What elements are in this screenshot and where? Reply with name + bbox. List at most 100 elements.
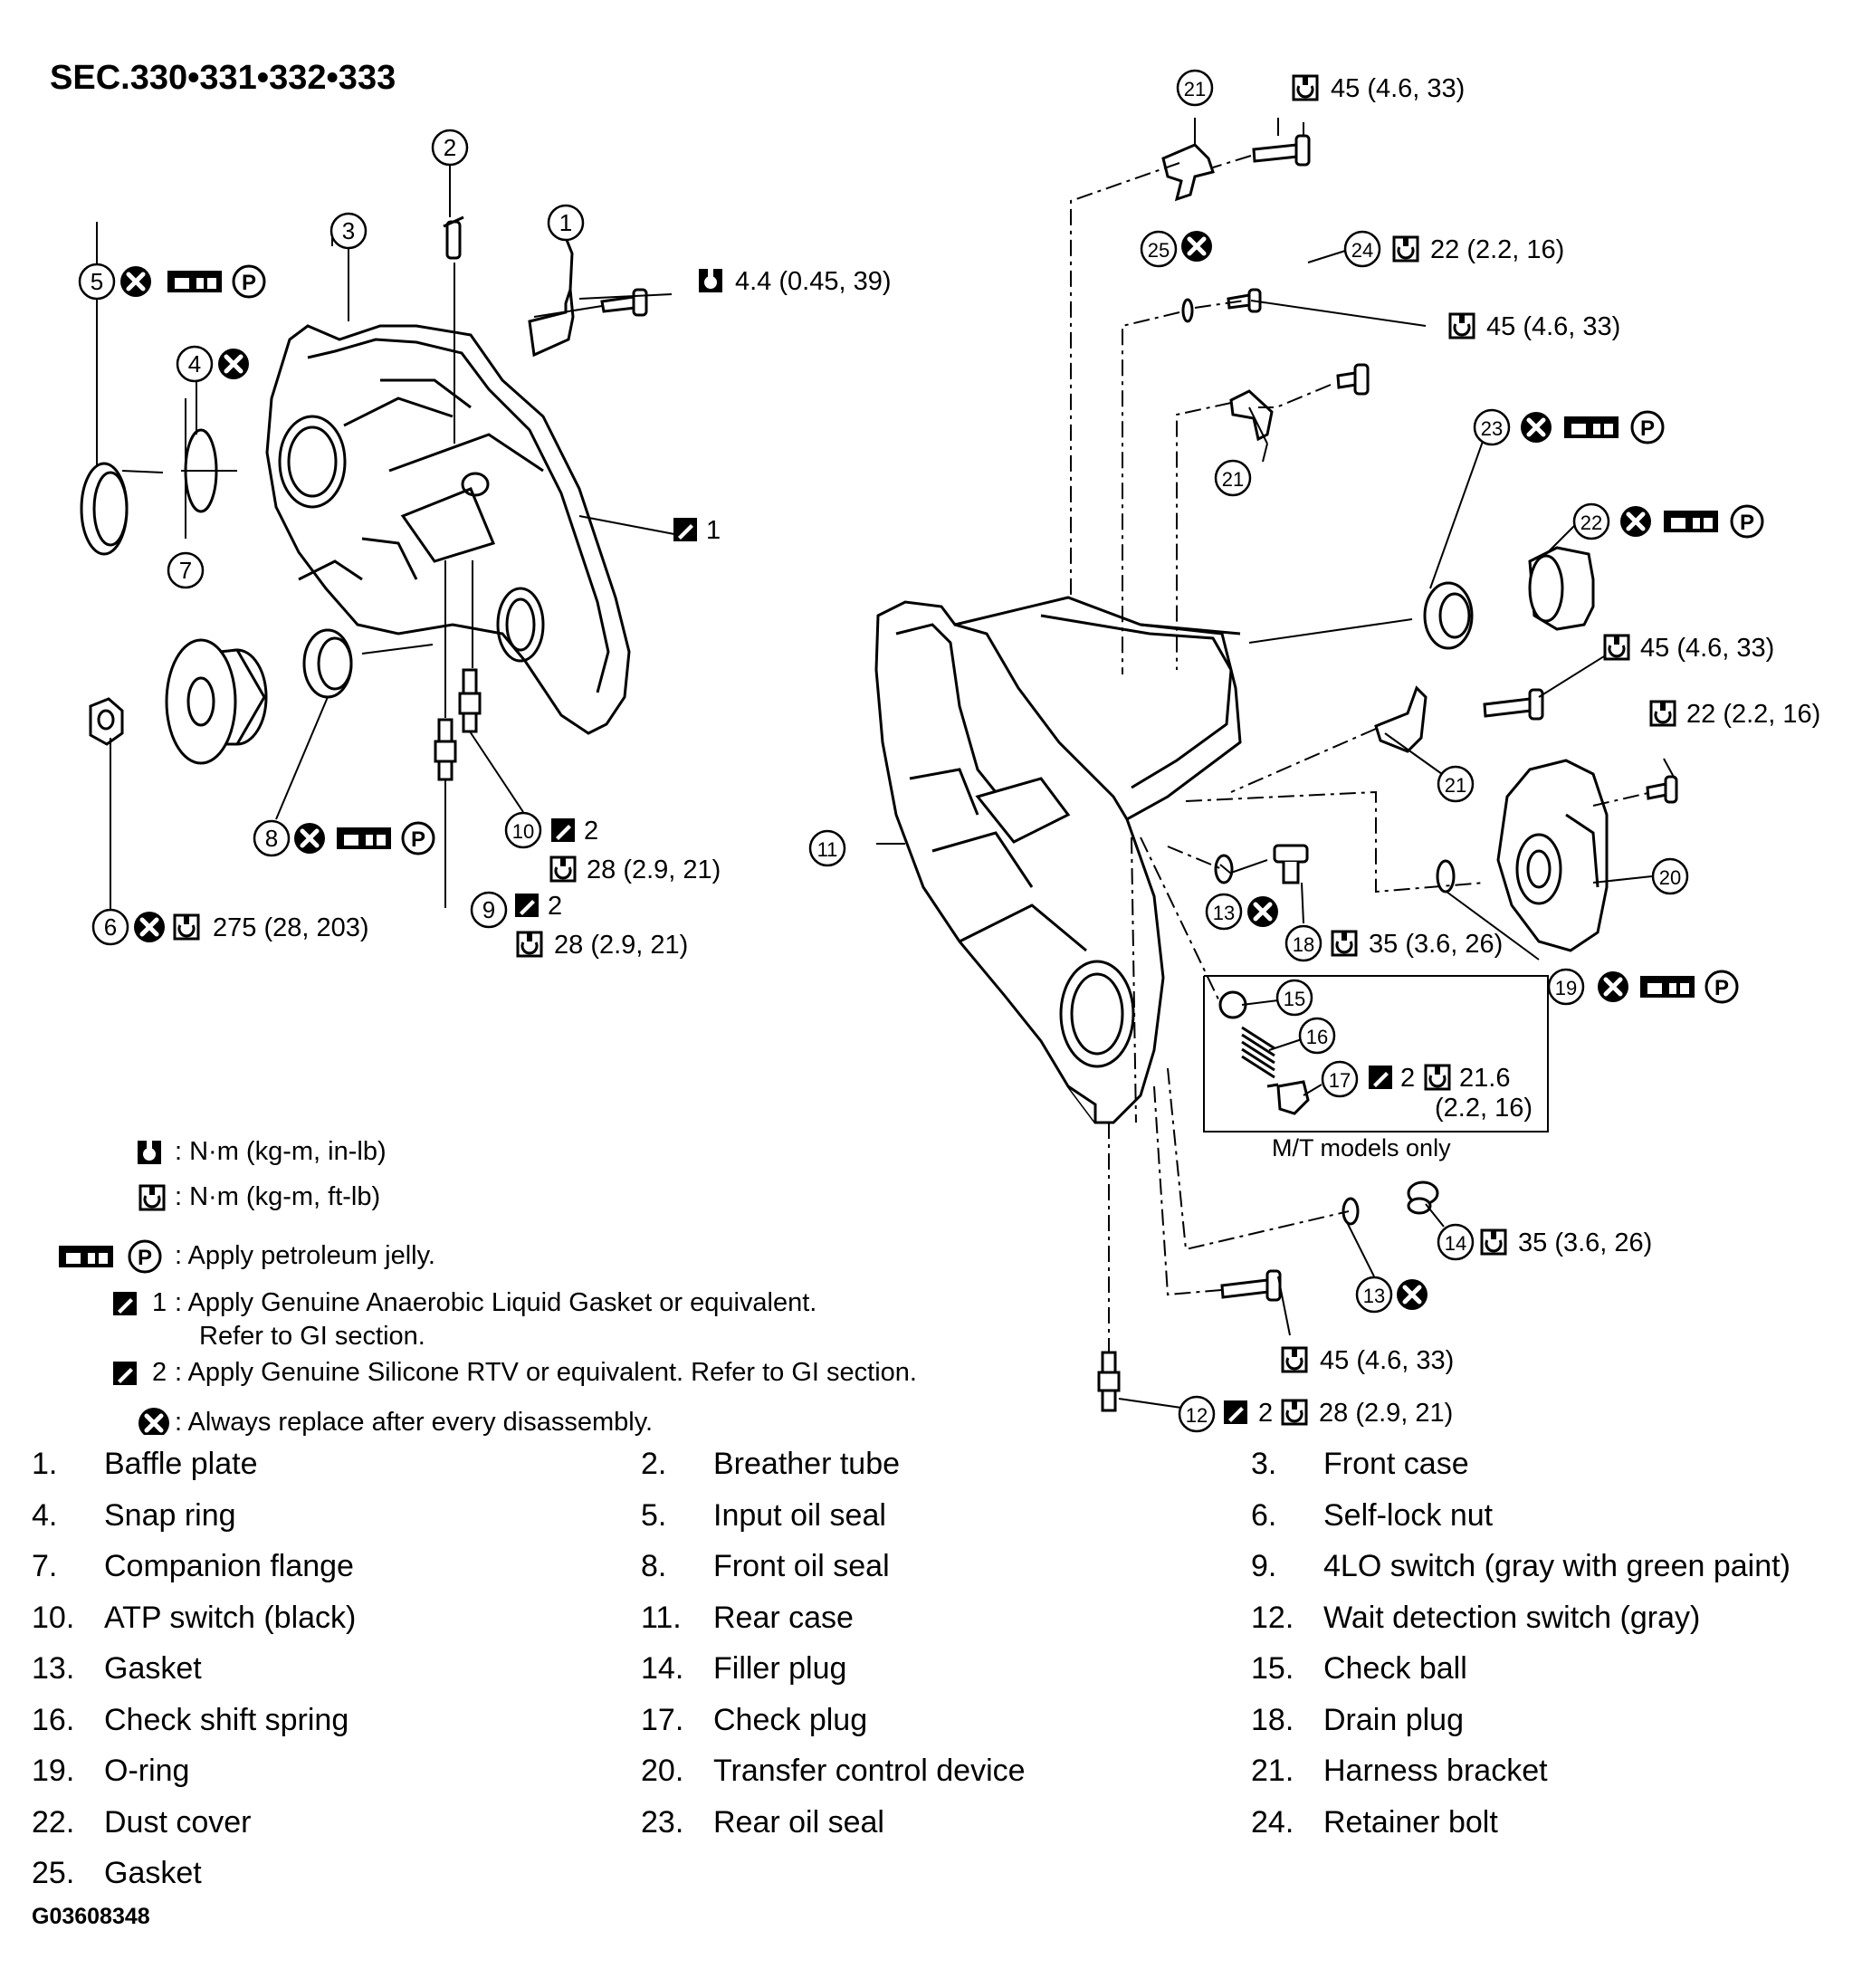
part-number: 9. [1251,1549,1277,1583]
callout-24: 24 [1343,230,1381,268]
part-item: 7.Companion flange [32,1549,354,1584]
part-number: 3. [1251,1447,1277,1481]
part-name: Wait detection switch (gray) [1323,1600,1701,1635]
svg-text:3: 3 [342,217,355,244]
torque-21-top: 45 (4.6, 33) [1331,74,1465,103]
svg-text:4: 4 [188,350,201,378]
check-ball [1218,990,1247,1019]
part-item: 18.Drain plug [1251,1703,1464,1738]
callouts: 1 2 3 4 5 6 7 8 9 10 11 12 13 13 14 15 1… [78,69,1689,1433]
part-item: 25.Gasket [32,1856,202,1891]
svg-text:19: 19 [1555,977,1577,999]
control-device-bolt [1646,775,1678,804]
svg-text:13: 13 [1363,1285,1385,1307]
companion-flange [165,638,268,765]
part-name: Baffle plate [104,1447,258,1481]
svg-text:5: 5 [91,268,103,295]
front-oil-seal [302,628,353,699]
callout-5: 5 [78,263,116,301]
part-item: 11.Rear case [641,1601,854,1636]
part-number: 12. [1251,1600,1294,1635]
part-item: 17.Check plug [641,1703,867,1738]
part-name: Companion flange [104,1549,354,1583]
4lo-switch [434,718,457,781]
part-item: 8.Front oil seal [641,1549,890,1584]
svg-text:25: 25 [1148,239,1170,262]
section-title: SEC.330•331•332•333 [50,59,396,97]
harness-bracket-right [1374,685,1428,753]
torque-9: 28 (2.9, 21) [554,931,688,960]
svg-text:6: 6 [104,913,117,941]
torque-12: 28 (2.9, 21) [1319,1399,1453,1428]
check-plug [1266,1080,1310,1115]
callout-23: 23 [1473,408,1511,446]
svg-text:20: 20 [1659,866,1681,889]
part-name: Input oil seal [713,1497,886,1533]
part-name: Snap ring [104,1497,236,1533]
harness-bracket-top [1161,143,1215,202]
part-item: 2. Breather tube [641,1447,900,1482]
part-number: 4. [32,1497,58,1533]
part-item: 23.Rear oil seal [641,1805,884,1840]
dust-cover [1528,546,1595,631]
svg-text:17: 17 [1329,1069,1351,1092]
part-name: Self-lock nut [1323,1497,1494,1533]
gasket-13-upper [1214,854,1234,884]
rear-case [874,596,1242,1124]
part-name: Check shift spring [104,1702,349,1737]
part-item: 22. Dust cover [32,1805,252,1840]
svg-text:9: 9 [482,896,495,923]
part-number: 22. [32,1804,75,1840]
svg-text:21: 21 [1222,468,1244,491]
right-leader-lines [876,118,1676,1409]
part-number: 10. [32,1600,75,1635]
harness-bracket-mid [1229,389,1274,442]
part-name: Dust cover [104,1804,252,1840]
callout-4: 4 [176,345,214,383]
mt-only-box [1203,975,1549,1133]
callout-2: 2 [431,129,469,167]
sealant-12-label: 2 [1258,1399,1273,1428]
torque-17-value: 21.6 [1459,1064,1510,1093]
part-name: Harness bracket [1323,1754,1548,1788]
self-lock-nut [89,697,124,746]
input-oil-seal [80,462,129,556]
torque-18: 35 (3.6, 26) [1369,930,1503,959]
callout-20: 20 [1651,857,1689,895]
part-item: 3.Front case [1251,1447,1469,1482]
svg-text:22: 22 [1580,511,1602,534]
torque-14: 35 (3.6, 26) [1518,1228,1652,1257]
part-name: ATP switch (black) [104,1600,357,1635]
part-item: 12. Wait detection switch (gray) [1251,1601,1700,1636]
callout-21-mid: 21 [1214,459,1252,497]
torque-bottom: 45 (4.6, 33) [1320,1346,1454,1375]
svg-text:21: 21 [1184,78,1206,100]
part-item: 16.Check shift spring [32,1703,349,1738]
rear-oil-seal [1423,581,1474,650]
callout-13-upper: 13 [1205,893,1243,931]
part-number: 13. [32,1651,75,1686]
breather-tube [443,215,464,260]
part-name: Rear oil seal [713,1804,884,1840]
svg-text:10: 10 [512,820,534,843]
part-name: Breather tube [713,1447,901,1481]
torque-24: 22 (2.2, 16) [1430,235,1564,264]
callout-25: 25 [1140,230,1178,268]
exploded-diagram: P [59,69,1820,1435]
part-number: 11. [641,1600,682,1635]
part-number: 2. [641,1447,667,1481]
filler-plug [1407,1180,1439,1215]
part-number: 19. [32,1754,75,1788]
part-name: Retainer bolt [1323,1804,1498,1840]
check-shift-spring [1241,1026,1275,1079]
part-number: 1. [32,1447,58,1481]
part-number: 5. [641,1497,667,1533]
callout-17: 17 [1321,1060,1359,1098]
callout-16: 16 [1298,1017,1336,1055]
part-number: 6. [1251,1497,1277,1533]
callout-14: 14 [1437,1223,1475,1261]
part-item: 6. Self-lock nut [1251,1498,1493,1534]
baffle-bolt [600,288,648,317]
bottom-bolt [1220,1269,1282,1302]
svg-text:8: 8 [265,825,278,852]
